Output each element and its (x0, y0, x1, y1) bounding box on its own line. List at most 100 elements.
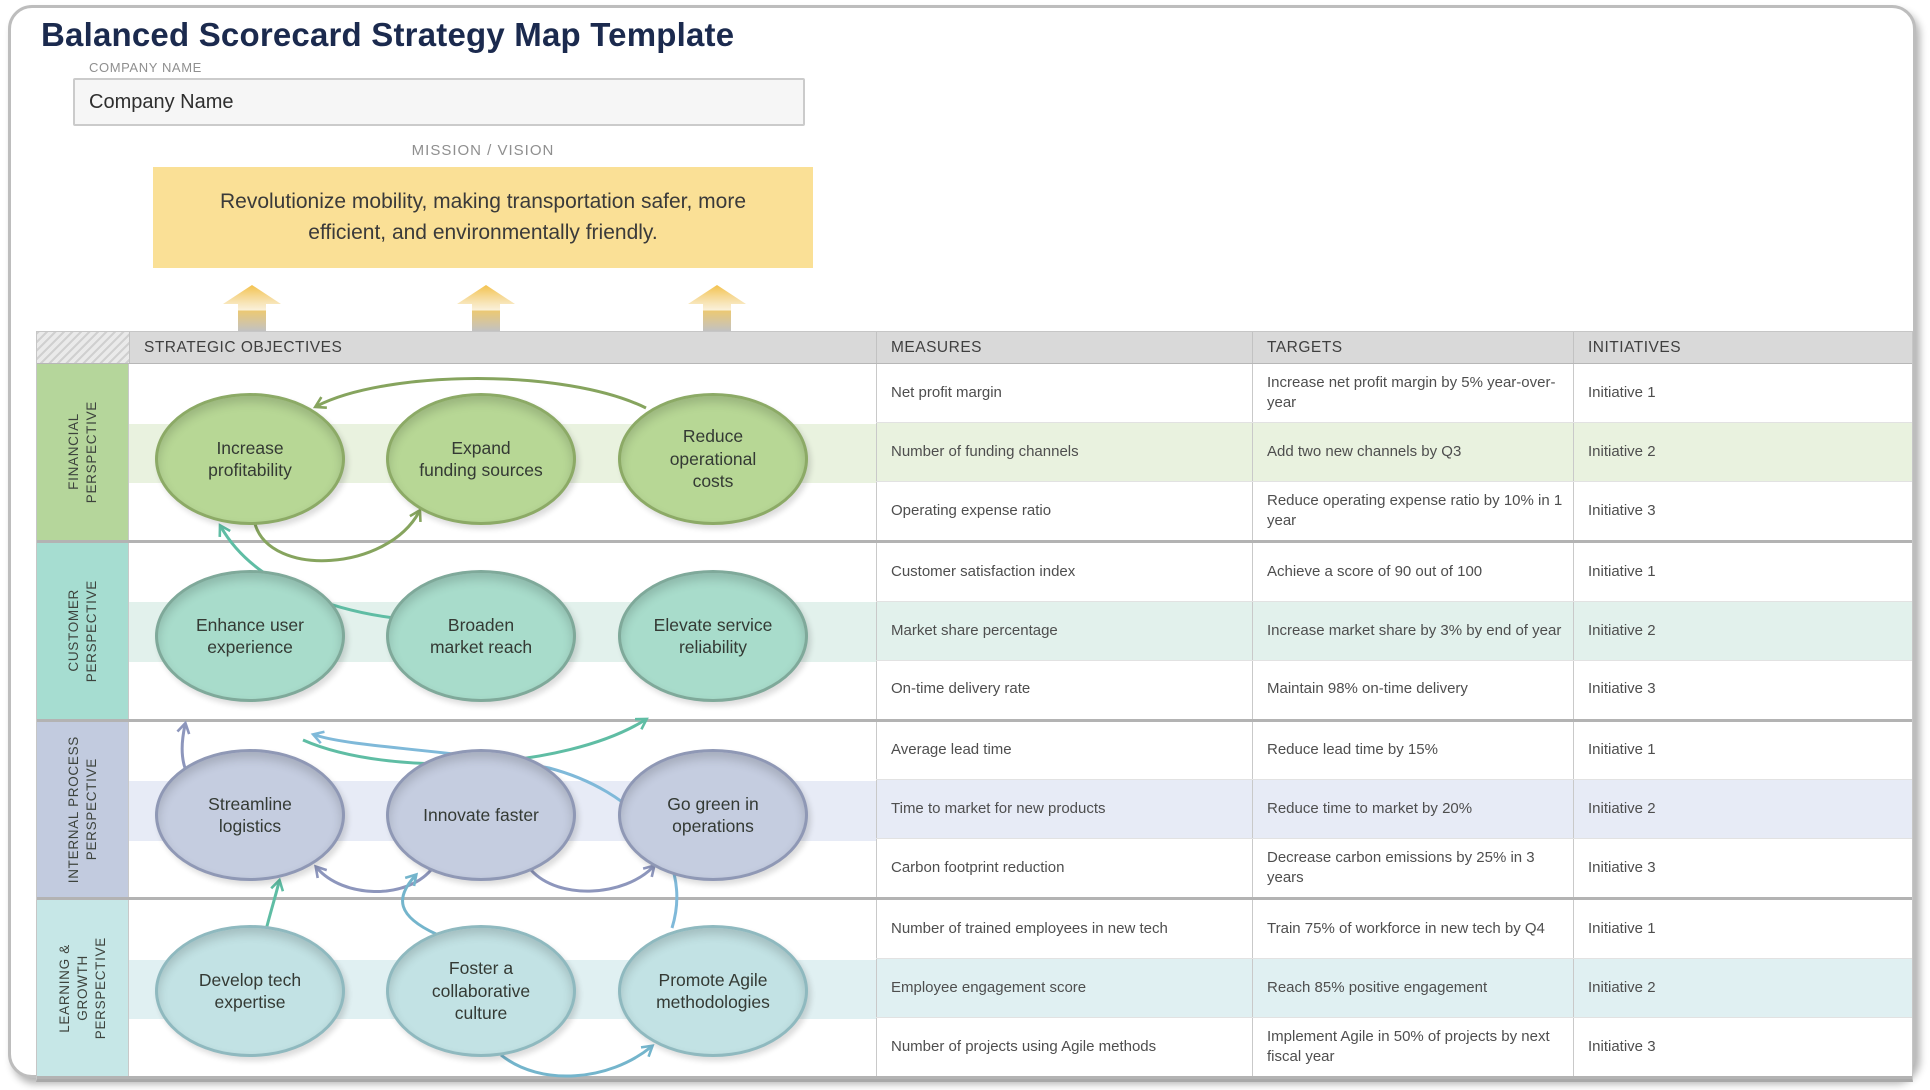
initiative-cell[interactable]: Initiative 3 (1573, 839, 1912, 898)
scorecard-table: STRATEGIC OBJECTIVES MEASURES TARGETS IN… (36, 331, 1913, 1082)
measure-cell[interactable]: Market share percentage (876, 601, 1252, 660)
mission-text: Revolutionize mobility, making transport… (219, 190, 746, 244)
objective-text: Expand funding sources (419, 437, 543, 480)
target-cell[interactable]: Reduce time to market by 20% (1252, 780, 1573, 839)
objective-ellipse-financial-3[interactable]: Reduce operational costs (618, 393, 808, 525)
objective-text: Foster a collaborative culture (431, 958, 531, 1024)
measure-cell[interactable]: Average lead time (876, 721, 1252, 780)
target-cell[interactable]: Reduce lead time by 15% (1252, 721, 1573, 780)
initiative-cell[interactable]: Initiative 1 (1573, 721, 1912, 780)
measure-cell[interactable]: Net profit margin (876, 364, 1252, 422)
target-cell[interactable]: Increase market share by 3% by end of ye… (1252, 601, 1573, 660)
target-cell[interactable]: Increase net profit margin by 5% year-ov… (1252, 364, 1573, 422)
objective-ellipse-learning-1[interactable]: Develop tech expertise (155, 925, 345, 1057)
perspective-label-line: LEARNING & (57, 943, 72, 1033)
measure-cell[interactable]: Carbon footprint reduction (876, 839, 1252, 898)
initiative-cell[interactable]: Initiative 2 (1573, 780, 1912, 839)
measure-cell[interactable]: On-time delivery rate (876, 660, 1252, 719)
target-cell[interactable]: Maintain 98% on-time delivery (1252, 660, 1573, 719)
objective-text: Promote Agile methodologies (656, 969, 770, 1012)
header-initiatives: INITIATIVES (1573, 332, 1912, 363)
measure-cell[interactable]: Time to market for new products (876, 780, 1252, 839)
measure-cell[interactable]: Number of projects using Agile methods (876, 1018, 1252, 1077)
objective-ellipse-customer-2[interactable]: Broaden market reach (386, 570, 576, 702)
mission-vision-label: MISSION / VISION (411, 142, 555, 159)
objective-ellipse-internal-2[interactable]: Innovate faster (386, 749, 576, 881)
target-cell[interactable]: Train 75% of workforce in new tech by Q4 (1252, 900, 1573, 959)
objective-ellipse-financial-2[interactable]: Expand funding sources (386, 393, 576, 525)
corner-hatch-cell (37, 332, 129, 363)
mission-vision-box[interactable]: Revolutionize mobility, making transport… (153, 167, 813, 268)
target-cell[interactable]: Implement Agile in 50% of projects by ne… (1252, 1018, 1573, 1077)
objective-ellipse-learning-2[interactable]: Foster a collaborative culture (386, 925, 576, 1057)
table-header-row: STRATEGIC OBJECTIVES MEASURES TARGETS IN… (37, 332, 1912, 364)
up-arrow-icon (688, 285, 746, 331)
initiative-cell[interactable]: Initiative 1 (1573, 900, 1912, 959)
objective-text: Go green in operations (667, 793, 759, 836)
perspective-label-line: PERSPECTIVE (93, 937, 108, 1040)
up-arrow-icon (457, 285, 515, 331)
objective-ellipse-learning-3[interactable]: Promote Agile methodologies (618, 925, 808, 1057)
company-name-input[interactable] (73, 78, 805, 126)
template-card: Balanced Scorecard Strategy Map Template… (8, 5, 1916, 1082)
perspective-label-line: PERSPECTIVE (84, 579, 99, 682)
objective-ellipse-financial-1[interactable]: Increase profitability (155, 393, 345, 525)
target-cell[interactable]: Reduce operating expense ratio by 10% in… (1252, 481, 1573, 540)
objective-text: Innovate faster (423, 804, 539, 825)
measure-cell[interactable]: Customer satisfaction index (876, 542, 1252, 601)
target-cell[interactable]: Reach 85% positive engagement (1252, 959, 1573, 1018)
measure-cell[interactable]: Number of funding channels (876, 422, 1252, 481)
header-strategic-objectives: STRATEGIC OBJECTIVES (129, 332, 876, 363)
perspective-label-line: PERSPECTIVE (84, 758, 99, 861)
company-name-label: COMPANY NAME (89, 60, 202, 75)
target-cell[interactable]: Decrease carbon emissions by 25% in 3 ye… (1252, 839, 1573, 898)
initiative-cell[interactable]: Initiative 3 (1573, 481, 1912, 540)
objective-ellipse-customer-1[interactable]: Enhance user experience (155, 570, 345, 702)
target-cell[interactable]: Achieve a score of 90 out of 100 (1252, 542, 1573, 601)
target-cell[interactable]: Add two new channels by Q3 (1252, 422, 1573, 481)
measure-cell[interactable]: Number of trained employees in new tech (876, 900, 1252, 959)
header-targets: TARGETS (1252, 332, 1573, 363)
initiative-cell[interactable]: Initiative 2 (1573, 959, 1912, 1018)
initiative-cell[interactable]: Initiative 3 (1573, 1018, 1912, 1077)
perspective-label-line: PERSPECTIVE (84, 400, 99, 503)
objective-ellipse-internal-1[interactable]: Streamline logistics (155, 749, 345, 881)
initiative-cell[interactable]: Initiative 3 (1573, 660, 1912, 719)
perspective-label-line: CUSTOMER (66, 589, 81, 672)
measure-cell[interactable]: Employee engagement score (876, 959, 1252, 1018)
initiative-cell[interactable]: Initiative 1 (1573, 542, 1912, 601)
objective-ellipse-internal-3[interactable]: Go green in operations (618, 749, 808, 881)
objective-text: Enhance user experience (196, 614, 304, 657)
objective-text: Elevate service reliability (653, 614, 773, 657)
objective-text: Develop tech expertise (198, 969, 302, 1012)
perspective-label-line: FINANCIAL (66, 413, 81, 491)
initiative-cell[interactable]: Initiative 1 (1573, 364, 1912, 422)
header-measures: MEASURES (876, 332, 1252, 363)
initiative-cell[interactable]: Initiative 2 (1573, 422, 1912, 481)
objective-ellipse-customer-3[interactable]: Elevate service reliability (618, 570, 808, 702)
objective-text: Increase profitability (208, 437, 292, 480)
page-title: Balanced Scorecard Strategy Map Template (41, 16, 735, 53)
initiative-cell[interactable]: Initiative 2 (1573, 601, 1912, 660)
perspective-label-line: INTERNAL PROCESS (66, 735, 81, 883)
measure-cell[interactable]: Operating expense ratio (876, 481, 1252, 540)
objective-text: Reduce operational costs (669, 426, 757, 492)
